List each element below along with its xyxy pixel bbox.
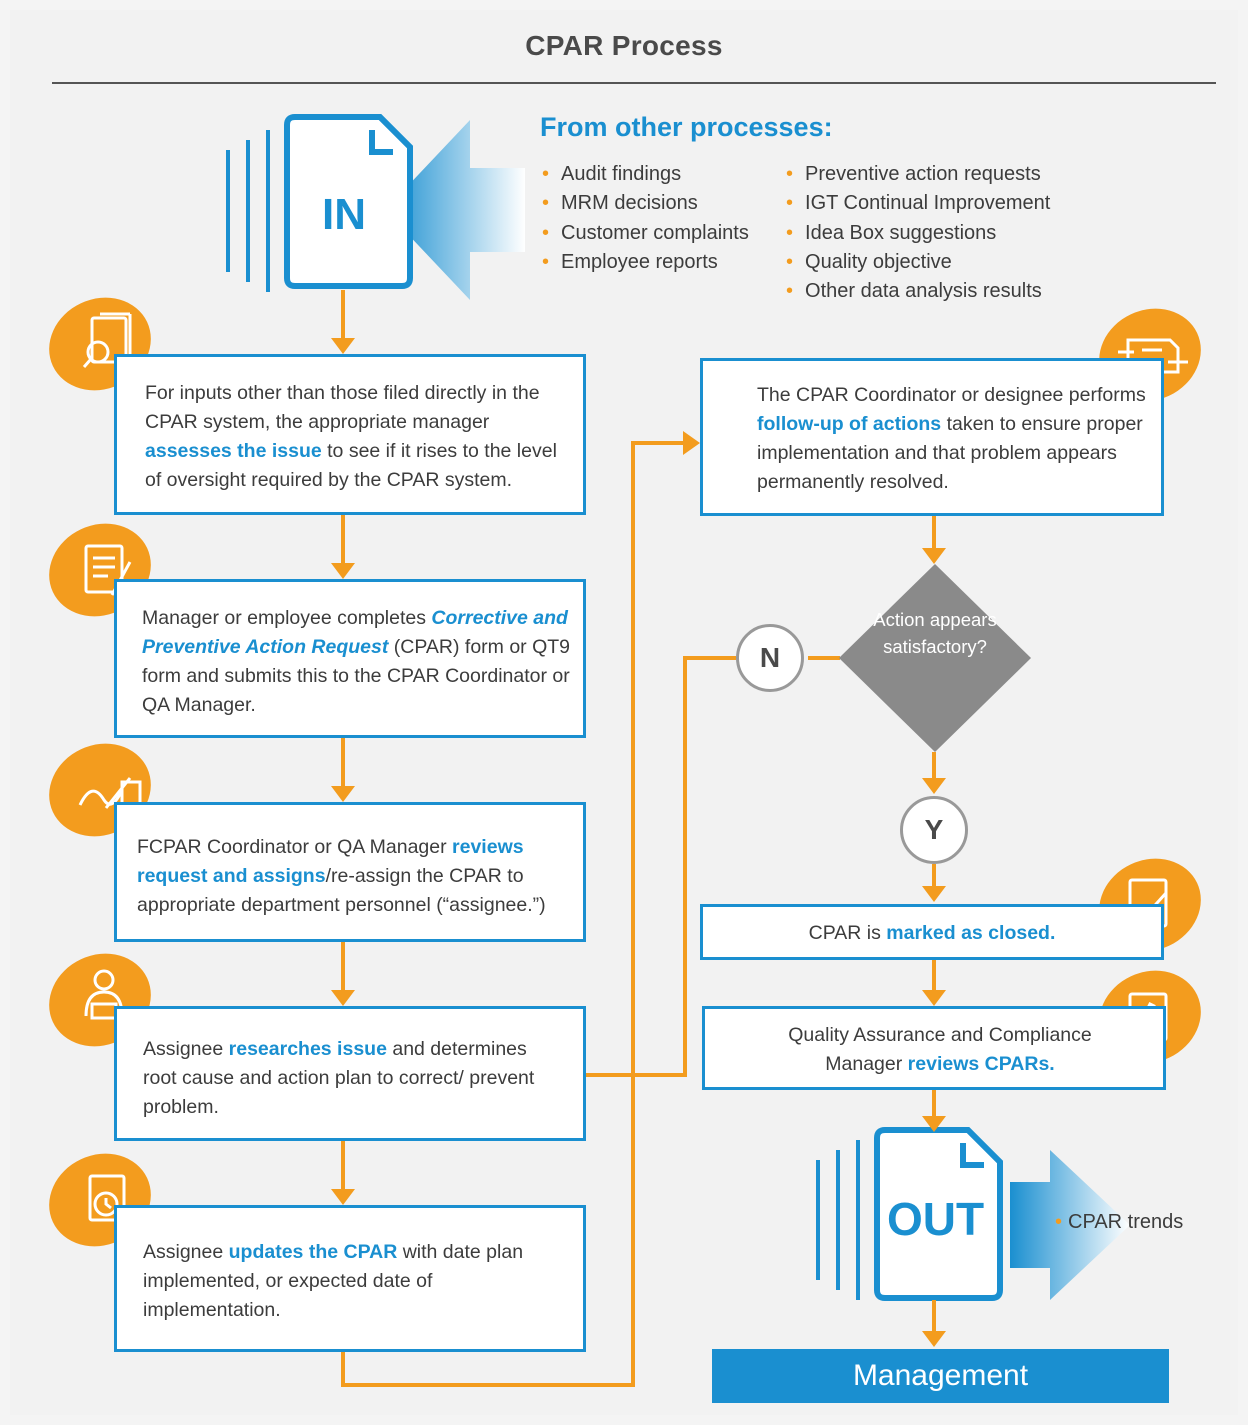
- out-label: OUT: [887, 1193, 985, 1245]
- input-item: Employee reports: [542, 248, 749, 277]
- document-update-icon: [88, 1174, 126, 1222]
- decision-diamond: [839, 564, 1031, 752]
- step-highlight: reviews CPARs.: [907, 1053, 1055, 1075]
- left-column-connectors: [341, 290, 840, 1387]
- title-divider: [52, 82, 1216, 84]
- step-review-cpars: Quality Assurance and Compliance Manager…: [702, 1006, 1166, 1090]
- input-item: IGT Continual Improvement: [786, 189, 1050, 218]
- inputs-list-left: Audit findings MRM decisions Customer co…: [542, 160, 749, 277]
- inputs-heading: From other processes:: [540, 112, 833, 142]
- input-item: Customer complaints: [542, 219, 749, 248]
- badge-glyphs: [78, 312, 1188, 1222]
- inputs-list-right: Preventive action requests IGT Continual…: [786, 160, 1050, 306]
- output-item-text: CPAR trends: [1068, 1211, 1184, 1233]
- input-arrow: [385, 120, 525, 300]
- decision-question: Action appears satisfactory?: [873, 609, 997, 657]
- step-text: Manager or employee completes: [142, 607, 432, 629]
- step-text: Assignee: [143, 1241, 229, 1263]
- step-text: (CPAR) form or QT9 form and submits this…: [142, 636, 571, 716]
- input-item: Quality objective: [786, 248, 1050, 277]
- input-item: Other data analysis results: [786, 277, 1050, 306]
- management-terminal: Management: [712, 1349, 1169, 1403]
- step-update-cpar: Assignee updates the CPAR with date plan…: [114, 1205, 586, 1352]
- step-research-issue: Assignee researches issue and determines…: [114, 1006, 586, 1141]
- step-complete-cpar-form: Manager or employee completes Corrective…: [114, 579, 586, 738]
- output-item: •CPAR trends: [1055, 1211, 1183, 1234]
- step-highlight: updates the CPAR: [228, 1241, 398, 1263]
- step-follow-up: The CPAR Coordinator or designee perform…: [700, 358, 1164, 516]
- step-mark-closed: CPAR is marked as closed.: [700, 904, 1164, 960]
- step-text: taken to ensure proper implementation an…: [757, 413, 1143, 493]
- decision-yes: Y: [900, 796, 968, 864]
- step-highlight: marked as closed.: [886, 922, 1056, 944]
- in-speed-lines: [226, 130, 270, 292]
- page-title: CPAR Process: [525, 30, 723, 61]
- step-text: Assignee: [143, 1038, 229, 1060]
- step-text: Quality Assurance and Compliance Manager: [788, 1024, 1092, 1075]
- step-text: and determines root cause and action pla…: [143, 1038, 535, 1118]
- step-text: with date plan implemented, or expected …: [143, 1241, 524, 1321]
- input-item: Preventive action requests: [786, 160, 1050, 189]
- step-highlight: assesses the issue: [145, 440, 322, 462]
- step-text: to see if it rises to the level of overs…: [145, 440, 557, 491]
- output-arrow: [1010, 1150, 1130, 1300]
- step-assess-issue: For inputs other than those filed direct…: [114, 354, 586, 515]
- out-document-icon: [874, 1127, 1003, 1301]
- input-item: Audit findings: [542, 160, 749, 189]
- step-highlight: researches issue: [228, 1038, 387, 1060]
- input-item: Idea Box suggestions: [786, 219, 1050, 248]
- in-label: IN: [322, 190, 366, 239]
- step-text: /re-assign the CPAR to appropriate depar…: [137, 865, 546, 916]
- step-text: CPAR is: [808, 922, 887, 944]
- input-item: MRM decisions: [542, 189, 749, 218]
- document-search-icon: [82, 312, 132, 368]
- step-highlight: reviews request and assigns: [137, 836, 524, 887]
- step-highlight: follow-up of actions: [757, 413, 942, 435]
- step-highlight: Corrective and Preventive Action Request: [142, 607, 568, 658]
- step-text: For inputs other than those filed direct…: [145, 382, 540, 433]
- decision-no: N: [736, 624, 804, 692]
- step-text: The CPAR Coordinator or designee perform…: [757, 384, 1146, 406]
- in-document-icon: [284, 114, 413, 289]
- left-arrowheads: [331, 338, 700, 1205]
- step-text: FCPAR Coordinator or QA Manager: [137, 836, 453, 858]
- right-arrowheads: [922, 548, 946, 1347]
- bullet: •: [1055, 1211, 1063, 1233]
- step-review-assign: FCPAR Coordinator or QA Manager reviews …: [114, 802, 586, 942]
- out-speed-lines: [816, 1140, 860, 1300]
